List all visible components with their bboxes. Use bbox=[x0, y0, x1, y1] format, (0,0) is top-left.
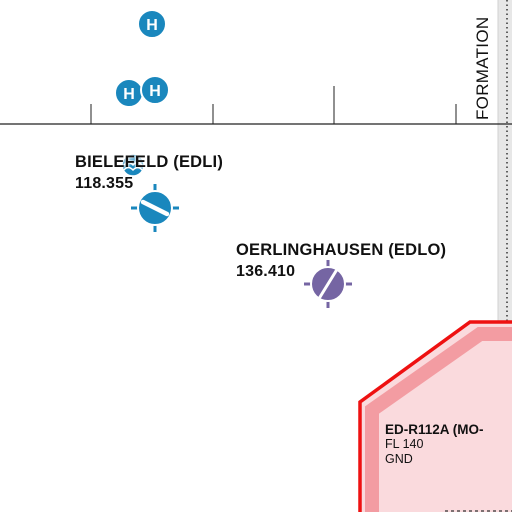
heliport-symbol: H bbox=[123, 86, 135, 103]
restricted-area-fill bbox=[360, 322, 512, 512]
heliport-symbol: H bbox=[146, 17, 158, 34]
restricted-area-border bbox=[358, 320, 512, 512]
aerodrome-icon-bielefeld[interactable] bbox=[131, 184, 179, 232]
heliport-icon[interactable]: H bbox=[140, 75, 170, 105]
restricted-area-lower-limit: GND bbox=[385, 452, 413, 466]
heliport-symbol: H bbox=[149, 83, 161, 100]
aerodrome-frequency-oerlinghausen: 136.410 bbox=[236, 263, 296, 280]
glider-site-icon[interactable] bbox=[121, 153, 145, 177]
heliport-icon[interactable]: H bbox=[114, 78, 144, 108]
side-panel-title[interactable]: FORMATION bbox=[472, 0, 490, 120]
restricted-area-label: ED-R112A (MO- FL 140 GND bbox=[385, 422, 484, 467]
aerodrome-name-bielefeld: BIELEFELD (EDLI) bbox=[75, 153, 224, 171]
restricted-area-inner-band bbox=[365, 327, 512, 512]
heliport-icon[interactable]: H bbox=[137, 9, 167, 39]
restricted-area-name: ED-R112A (MO- bbox=[385, 422, 484, 437]
side-panel-title-text: FORMATION bbox=[473, 16, 490, 120]
aerodrome-frequency-bielefeld: 118.355 bbox=[75, 175, 134, 192]
aerodrome-icon-oerlinghausen[interactable] bbox=[304, 260, 352, 308]
restricted-area-upper-limit: FL 140 bbox=[385, 437, 424, 451]
aerodrome-name-oerlinghausen: OERLINGHAUSEN (EDLO) bbox=[236, 241, 447, 259]
